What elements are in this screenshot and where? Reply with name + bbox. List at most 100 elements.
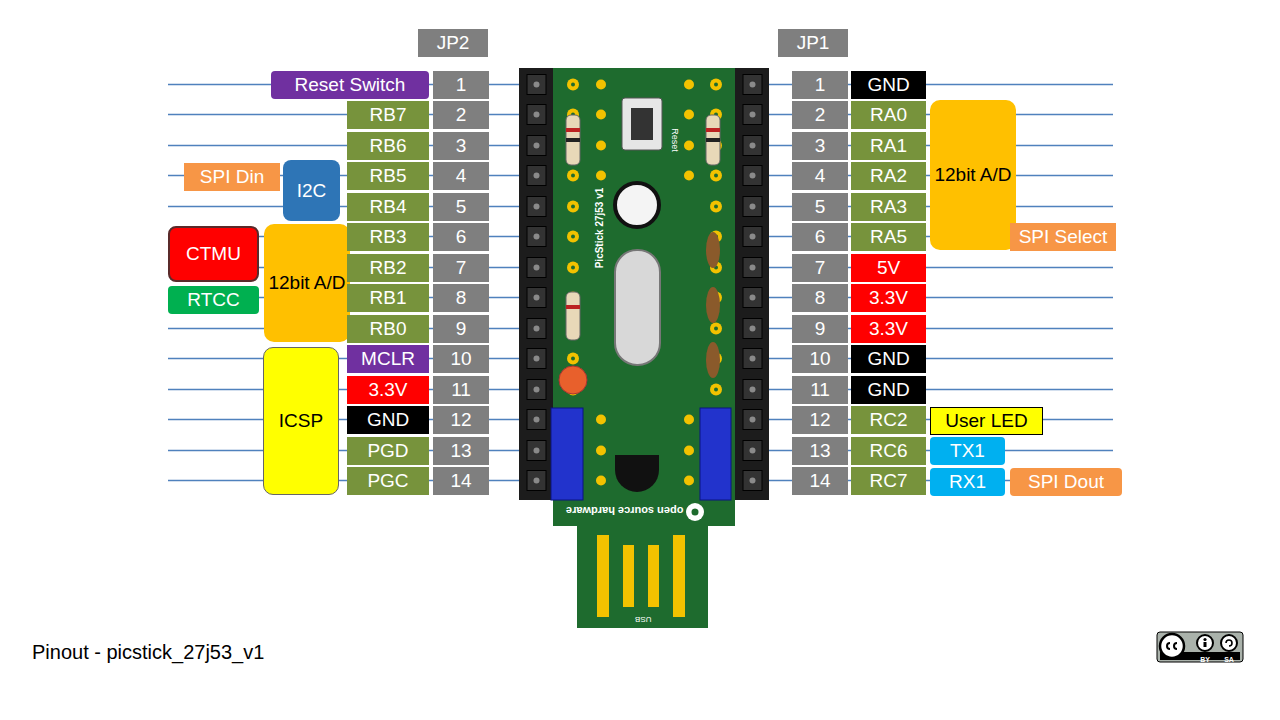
node-text: RB5 xyxy=(370,164,407,187)
node-text: RC2 xyxy=(869,408,907,431)
header-socket xyxy=(743,197,762,217)
power-pin: 3.3V xyxy=(851,315,926,343)
resistor-symbol xyxy=(566,115,580,165)
node-text: TX1 xyxy=(950,439,985,462)
function-tag: User LED xyxy=(930,407,1043,435)
pin-name: RA0 xyxy=(851,101,926,129)
sa-icon xyxy=(1221,635,1237,651)
node-text: I2C xyxy=(297,179,327,202)
function-tag: ICSP xyxy=(263,347,339,495)
jumper-block xyxy=(700,408,731,500)
node-text: RC7 xyxy=(869,469,907,492)
usb-contact xyxy=(597,535,609,617)
node-text: 6 xyxy=(456,225,467,248)
solder-pad xyxy=(710,201,722,213)
pad-hole xyxy=(714,83,718,87)
node-text: 3.3V xyxy=(869,317,908,340)
node-text: 12 xyxy=(450,408,471,431)
pad-hole xyxy=(714,174,718,178)
solder-pad xyxy=(710,323,722,335)
node-text: 12bit A/D xyxy=(268,271,345,294)
header-socket xyxy=(527,197,546,217)
usb-contact xyxy=(648,545,659,607)
pin-name: RA3 xyxy=(851,193,926,221)
header-pin xyxy=(534,234,540,240)
header-pin xyxy=(534,265,540,271)
oshw-logo xyxy=(686,503,704,521)
pin-number: 2 xyxy=(792,101,848,129)
pad-hole xyxy=(571,174,575,178)
pin-name: RA1 xyxy=(851,132,926,160)
header-socket xyxy=(527,288,546,308)
node-text: GND xyxy=(367,408,409,431)
jumper-block xyxy=(551,408,583,500)
node-text: 13 xyxy=(809,439,830,462)
ground-pin: GND xyxy=(347,406,429,434)
function-tag: RTCC xyxy=(168,286,259,314)
header-pin xyxy=(534,143,540,149)
function-group: 12bit A/D xyxy=(264,224,350,342)
pin-number: JP1 xyxy=(778,29,848,57)
header-pin xyxy=(534,448,540,454)
resistor-symbol xyxy=(566,292,580,340)
by-icon-head xyxy=(1203,638,1206,641)
node-text: 4 xyxy=(815,164,826,187)
node-text: RB7 xyxy=(370,103,407,126)
header-pin xyxy=(750,112,756,118)
usb-tab xyxy=(577,500,708,628)
header-socket xyxy=(743,75,762,95)
node-text: JP2 xyxy=(437,31,470,54)
pin-number: 10 xyxy=(433,345,489,373)
node-text: RC6 xyxy=(869,439,907,462)
label-text: PicStick 27j53 v1 xyxy=(595,188,605,269)
header-pin xyxy=(534,112,540,118)
pin-number: 6 xyxy=(792,223,848,251)
node-text: 8 xyxy=(815,286,826,309)
node-text: SPI Dout xyxy=(1028,470,1104,493)
cc-badge xyxy=(1157,632,1243,662)
header-socket xyxy=(743,288,762,308)
regulator xyxy=(615,455,659,492)
header-socket xyxy=(743,166,762,186)
ground-pin: GND xyxy=(851,376,926,404)
node-text: 9 xyxy=(456,317,467,340)
silkscreen-label: USB xyxy=(635,614,651,630)
node-text: 11 xyxy=(451,378,471,401)
header-pin xyxy=(750,417,756,423)
capacitor xyxy=(706,287,720,323)
pin-number: 3 xyxy=(433,132,489,160)
cc-badge-frame xyxy=(1157,632,1243,662)
header-pin xyxy=(534,478,540,484)
cc-icon-letters xyxy=(1167,643,1177,649)
by-icon-body xyxy=(1204,642,1207,647)
label-text: USB xyxy=(635,615,651,623)
node-text: 9 xyxy=(815,317,826,340)
pin-name: PGD xyxy=(347,437,429,465)
pin-number: 14 xyxy=(433,467,489,495)
node-text: RB0 xyxy=(370,317,407,340)
node-text: RB1 xyxy=(370,286,407,309)
pin-number: 7 xyxy=(433,254,489,282)
header-pin xyxy=(750,82,756,88)
pin-name: RA5 xyxy=(851,223,926,251)
node-text: RA2 xyxy=(870,164,907,187)
node-text: RA3 xyxy=(870,195,907,218)
resistor-band xyxy=(566,128,580,132)
header-socket xyxy=(527,471,546,491)
silkscreen-label: PicStick 27j53 v1 xyxy=(590,188,606,269)
control-pin: Reset Switch xyxy=(271,71,429,99)
pin-number: JP2 xyxy=(418,29,488,57)
node-text: PGC xyxy=(367,469,408,492)
pin-name: RB6 xyxy=(347,132,429,160)
uart-tag: TX1 xyxy=(930,437,1005,465)
silkscreen-label: Reset xyxy=(669,128,685,152)
header-socket xyxy=(743,380,762,400)
pin-name: RB7 xyxy=(347,101,429,129)
node-text: 7 xyxy=(815,256,826,279)
spi-tag: SPI Dout xyxy=(1010,468,1122,496)
pin-number: 3 xyxy=(792,132,848,160)
usb-contact xyxy=(623,545,634,607)
header-pin xyxy=(750,326,756,332)
node-text: 3.3V xyxy=(368,378,407,401)
